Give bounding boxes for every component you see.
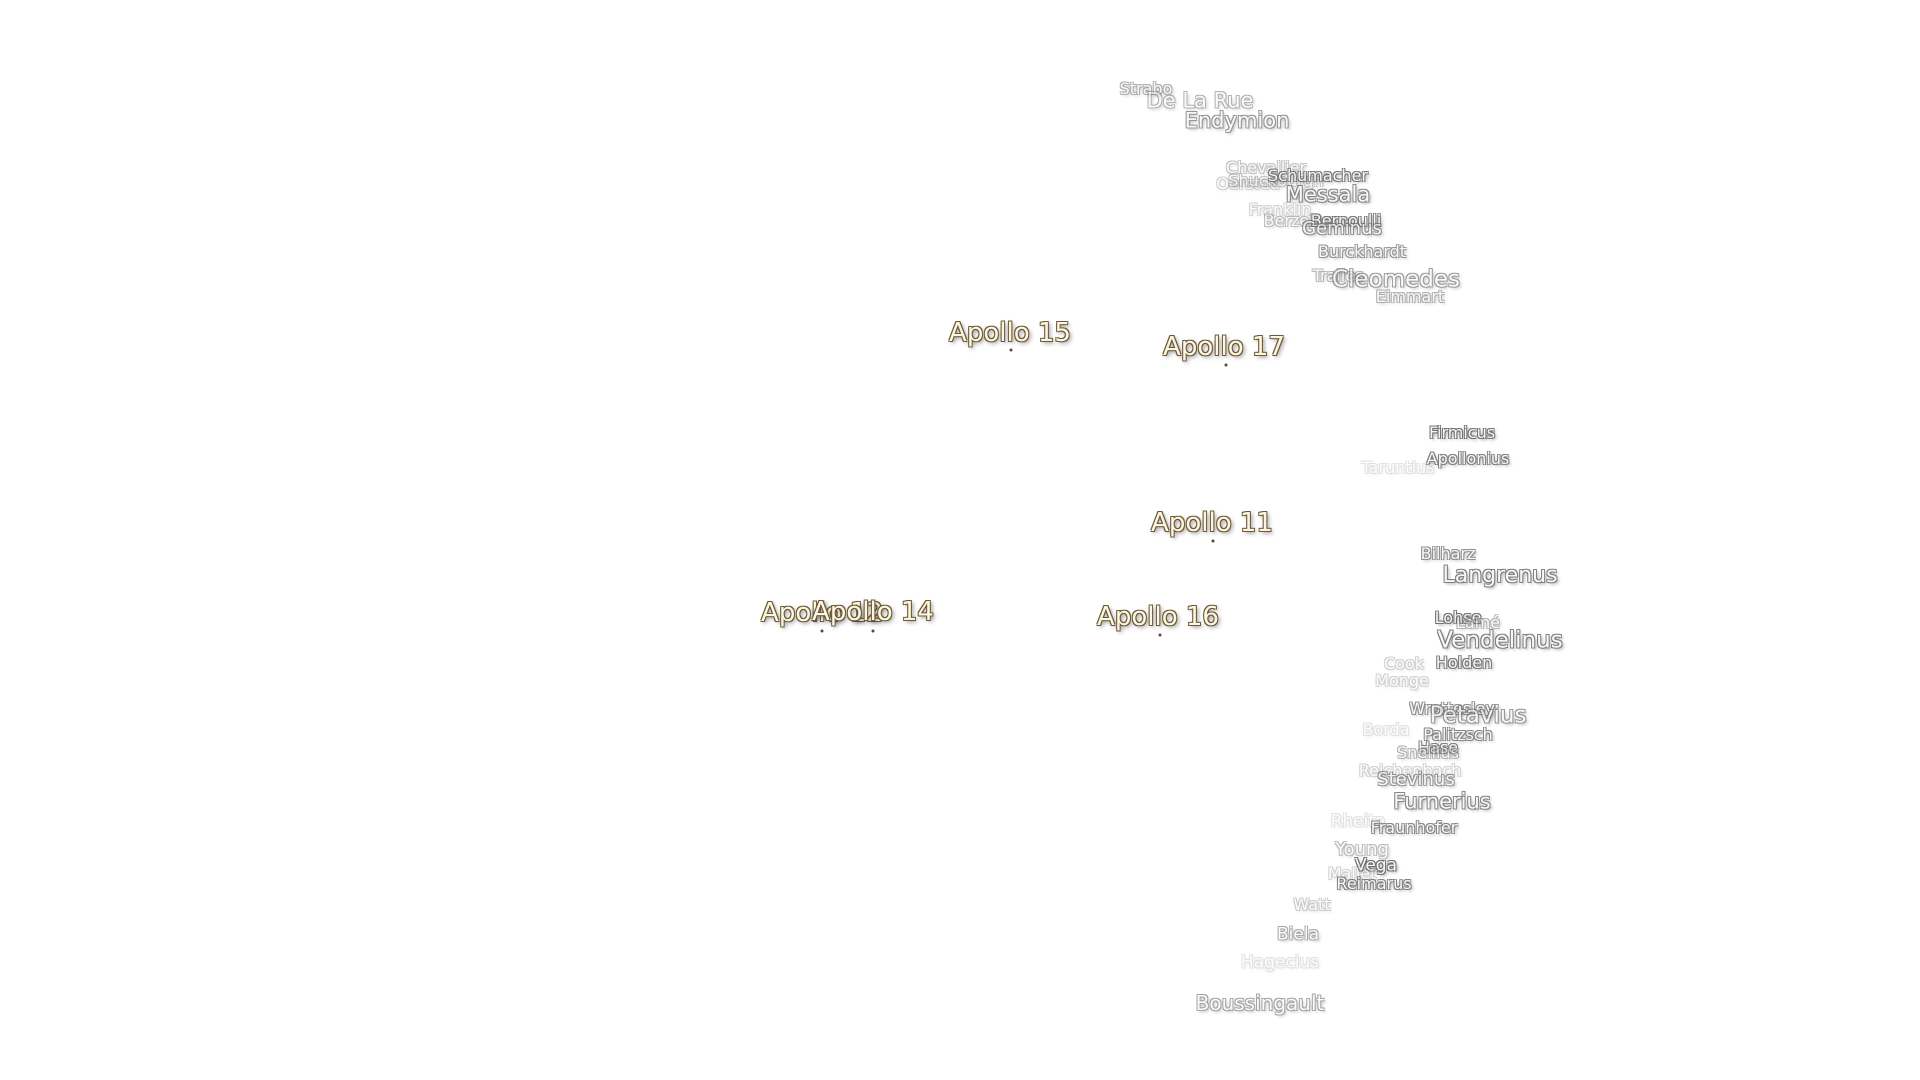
- crater-label-bilharz[interactable]: Bilharz: [1420, 544, 1476, 563]
- apollo-14-label[interactable]: Apollo 14: [812, 597, 934, 627]
- crater-label-stevinus[interactable]: Stevinus: [1377, 769, 1455, 790]
- apollo-12-label[interactable]: Apollo 12: [761, 598, 883, 628]
- crater-label-snellius[interactable]: Snellius: [1397, 743, 1459, 762]
- apollo-11-site-marker[interactable]: [1211, 539, 1215, 543]
- crater-label-lame[interactable]: Lamé: [1455, 613, 1501, 632]
- crater-label-holden[interactable]: Holden: [1435, 653, 1493, 672]
- crater-label-strabo[interactable]: Strabo: [1119, 79, 1173, 98]
- crater-label-eimmart[interactable]: Eimmart: [1375, 287, 1445, 306]
- crater-label-geminus[interactable]: Geminus: [1302, 218, 1382, 239]
- crater-label-chevallier[interactable]: Chevallier: [1225, 158, 1307, 177]
- crater-label-endymion[interactable]: Endymion: [1184, 108, 1290, 133]
- crater-label-cleomedes[interactable]: Cleomedes: [1332, 266, 1460, 293]
- crater-label-furnerius[interactable]: Furnerius: [1393, 789, 1491, 814]
- crater-label-burckhardt[interactable]: Burckhardt: [1317, 242, 1407, 261]
- crater-label-borda[interactable]: Borda: [1362, 720, 1410, 739]
- crater-label-cook[interactable]: Cook: [1383, 654, 1425, 673]
- crater-label-petavius[interactable]: Petavius: [1429, 702, 1527, 729]
- crater-label-watt[interactable]: Watt: [1293, 895, 1331, 914]
- apollo-15-label[interactable]: Apollo 15: [949, 318, 1071, 348]
- crater-label-wrottesley[interactable]: Wrottesley: [1409, 699, 1495, 718]
- apollo-16-label[interactable]: Apollo 16: [1097, 602, 1219, 632]
- apollo-16-site-marker[interactable]: [1158, 633, 1162, 637]
- crater-label-oersted[interactable]: Oersted: [1216, 174, 1280, 193]
- crater-label-rheita[interactable]: Rheita: [1330, 811, 1386, 832]
- crater-label-hase[interactable]: Hase: [1417, 738, 1459, 757]
- crater-label-boussingault[interactable]: Boussingault: [1195, 991, 1325, 1015]
- apollo-17-site-marker[interactable]: [1224, 363, 1228, 367]
- crater-label-palitzsch[interactable]: Palitzsch: [1423, 725, 1493, 744]
- crater-label-franklin[interactable]: Franklin: [1248, 200, 1312, 219]
- crater-label-apollonius[interactable]: Apollonius: [1426, 449, 1510, 468]
- crater-label-firmicus[interactable]: Firmicus: [1428, 423, 1496, 442]
- crater-label-reimarus[interactable]: Reimarus: [1336, 874, 1412, 893]
- crater-label-reichenbach[interactable]: Reichenbach: [1358, 761, 1462, 780]
- crater-label-messala[interactable]: Messala: [1285, 182, 1371, 207]
- crater-label-monge[interactable]: Monge: [1375, 671, 1429, 690]
- apollo-15-site-marker[interactable]: [1009, 348, 1013, 352]
- crater-label-vega[interactable]: Vega: [1355, 855, 1397, 876]
- apollo-12-site-marker[interactable]: [820, 629, 824, 633]
- crater-label-de-la-rue[interactable]: De La Rue: [1146, 88, 1254, 113]
- crater-label-taruntius[interactable]: Taruntius: [1361, 458, 1435, 477]
- apollo-11-label[interactable]: Apollo 11: [1151, 508, 1273, 538]
- crater-label-hagecius[interactable]: Hagecius: [1240, 952, 1320, 973]
- crater-label-langrenus[interactable]: Langrenus: [1442, 563, 1558, 588]
- apollo-14-site-marker[interactable]: [871, 629, 875, 633]
- crater-label-bernoulli[interactable]: Bernoulli: [1310, 211, 1382, 230]
- crater-label-young[interactable]: Young: [1335, 839, 1389, 860]
- crater-label-berzelius[interactable]: Berzelius: [1263, 211, 1337, 230]
- crater-label-shuckburgh[interactable]: Shuckburgh: [1228, 171, 1324, 190]
- crater-label-schumacher[interactable]: Schumacher: [1268, 166, 1368, 185]
- crater-label-biela[interactable]: Biela: [1277, 924, 1319, 945]
- apollo-17-label[interactable]: Apollo 17: [1163, 332, 1285, 362]
- crater-label-fraunhofer[interactable]: Fraunhofer: [1370, 818, 1458, 837]
- crater-label-vendelinus[interactable]: Vendelinus: [1437, 627, 1563, 654]
- crater-label-lohse[interactable]: Lohse: [1434, 608, 1482, 627]
- crater-label-tralles[interactable]: Tralles: [1312, 266, 1364, 285]
- crater-label-mallet[interactable]: Mallet: [1327, 864, 1377, 883]
